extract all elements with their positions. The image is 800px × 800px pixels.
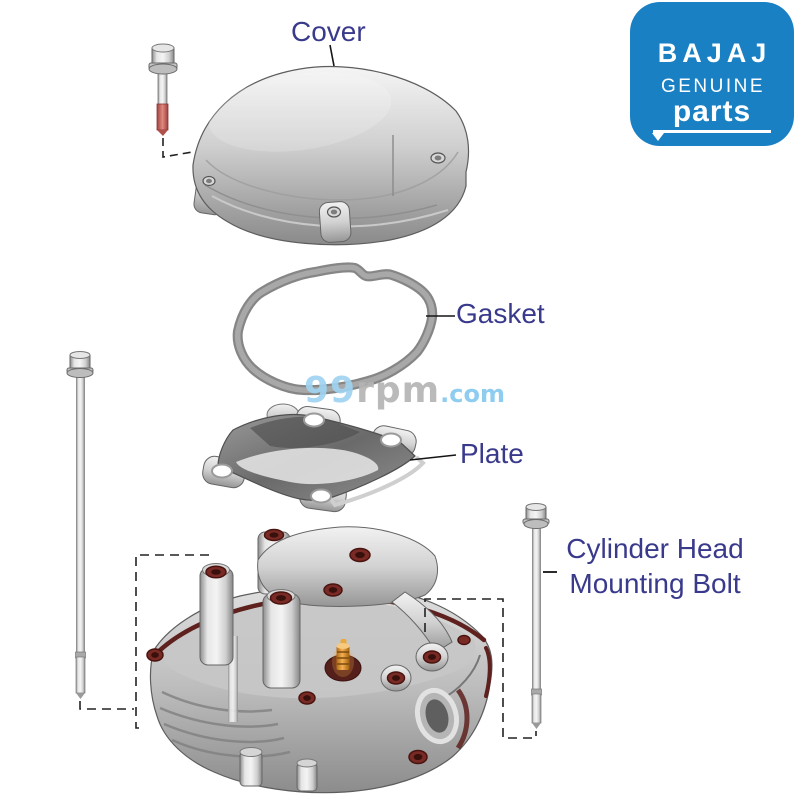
dashed-callout-right — [424, 598, 537, 739]
cylinder-head-part — [146, 526, 493, 794]
leader-line-plate — [409, 454, 457, 461]
logo-underline — [652, 130, 771, 141]
dashed-leader-left-bolt — [79, 701, 134, 710]
leader-line-cover — [329, 44, 335, 67]
down-arrow-icon — [652, 133, 664, 141]
mounting-bolt-label: Cylinder Head Mounting Bolt — [552, 531, 758, 601]
plate-label: Plate — [460, 438, 524, 469]
mounting-bolt-left-part — [66, 351, 94, 699]
gasket-label: Gasket — [456, 298, 545, 329]
mounting-bolt-label-line2: Mounting Bolt — [569, 568, 741, 599]
bajaj-genuine-parts-logo: BAJAJ GENUINE parts — [630, 2, 794, 146]
bolt-hole-centers — [151, 532, 436, 761]
watermark-99: 99 — [304, 370, 357, 411]
short-flange-bolt — [148, 43, 178, 136]
dashed-callout-left — [135, 554, 209, 729]
mounting-bolt-label-line1: Cylinder Head — [566, 533, 744, 564]
watermark-99rpm: 99rpm.com — [304, 370, 505, 411]
bajaj-wordmark: BAJAJ — [657, 38, 772, 68]
mounting-bolt-right-part — [522, 503, 550, 729]
logo-genuine-text: GENUINE — [660, 76, 766, 97]
cover-gasket-part — [232, 262, 438, 396]
watermark-com: .com — [440, 380, 505, 408]
dashed-leader-short-bolt — [162, 138, 211, 168]
cover-label: Cover — [291, 16, 366, 47]
logo-parts-text: parts — [672, 95, 752, 128]
cylinder-head-cover-part — [192, 65, 470, 246]
watermark-rpm: rpm — [356, 370, 441, 411]
breather-plate-part — [202, 403, 426, 513]
